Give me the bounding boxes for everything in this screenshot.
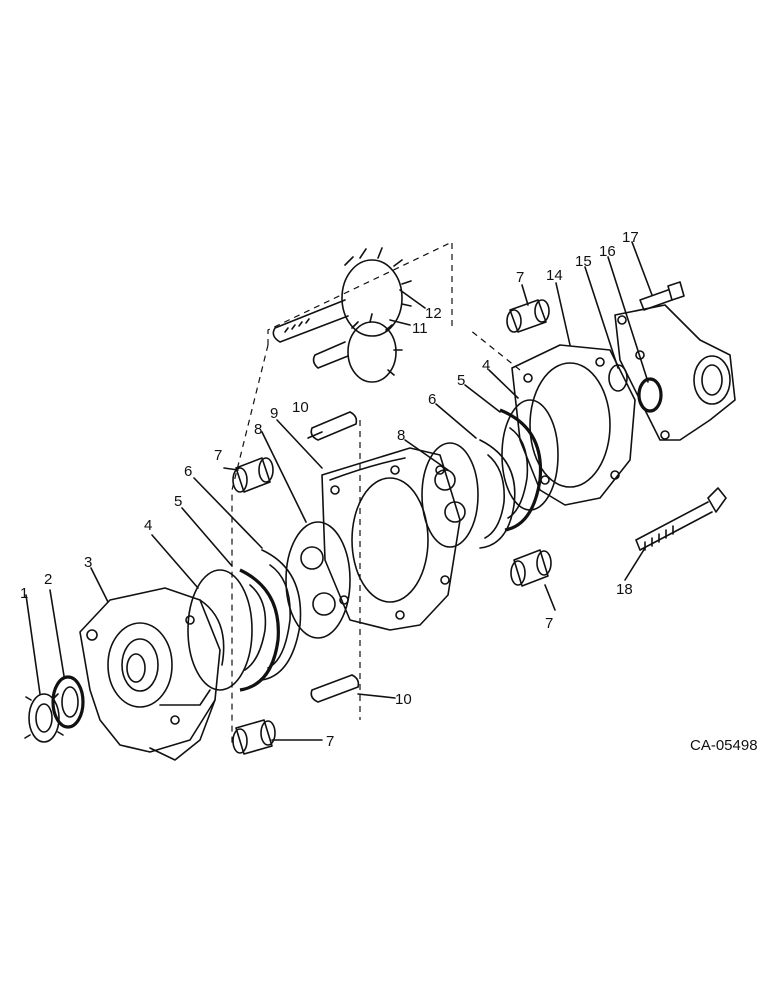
callout-label-7-left-upper: 7 (214, 447, 222, 464)
callout-label-5-right: 5 (457, 372, 465, 389)
callout-label-5-left: 5 (174, 493, 182, 510)
callout-label-4-right: 4 (482, 357, 490, 374)
gear-body-housing (321, 447, 461, 631)
front-cover-housing (79, 587, 225, 761)
callout-label-10-lower: 10 (395, 691, 412, 708)
callout-label-1: 1 (20, 585, 28, 602)
assembly-guide-lines (231, 241, 521, 745)
o-ring-small (608, 364, 628, 392)
dowel-pin-upper (310, 411, 358, 441)
callout-label-6-right: 6 (428, 391, 436, 408)
dowel-pin-lower (310, 674, 360, 703)
o-ring-large (637, 377, 663, 413)
rear-cover-housing (511, 344, 636, 506)
callout-label-4-left: 4 (144, 517, 152, 534)
drive-gear-shaft (272, 247, 412, 343)
callout-label-15: 15 (575, 253, 592, 270)
gasket-ring-left (187, 569, 253, 691)
callout-label-8-left: 8 (254, 421, 262, 438)
callout-label-18: 18 (616, 581, 633, 598)
callout-labels: 1 2 3 4 5 6 7 8 9 10 8 6 5 4 7 14 15 16 … (20, 229, 639, 750)
drawing-id-label: CA-05498 (690, 737, 758, 754)
driven-gear (312, 313, 403, 383)
seal-left (239, 568, 280, 692)
callout-label-7-right: 7 (545, 615, 553, 632)
wear-plate-left (285, 521, 351, 639)
bearing-left-upper (232, 457, 274, 493)
wear-plate-right (421, 442, 479, 548)
callout-label-14: 14 (546, 267, 563, 284)
callout-label-10-upper: 10 (292, 399, 309, 416)
callout-label-16: 16 (599, 243, 616, 260)
callout-label-8-right: 8 (397, 427, 405, 444)
callout-label-17: 17 (622, 229, 639, 246)
port-flange-adapter (614, 304, 736, 441)
callout-label-7-top: 7 (516, 269, 524, 286)
callout-label-9: 9 (270, 405, 278, 422)
callout-label-7-bottom: 7 (326, 733, 334, 750)
lock-washer-part (24, 693, 64, 743)
bearing-right-lower (510, 549, 552, 587)
seal-ring-part (51, 675, 85, 729)
bearing-left-lower (232, 719, 276, 755)
callout-label-6-left: 6 (184, 463, 192, 480)
long-through-bolt (635, 487, 727, 551)
callout-label-11: 11 (412, 320, 428, 337)
bearing-top (506, 299, 550, 333)
leader-lines (25, 241, 653, 741)
callout-label-2: 2 (44, 571, 52, 588)
callout-label-3: 3 (84, 554, 92, 571)
gasket-ring-right (501, 399, 559, 511)
backup-plate-right (479, 439, 516, 549)
backup-plate-left (261, 549, 302, 681)
callout-label-12: 12 (425, 305, 442, 322)
